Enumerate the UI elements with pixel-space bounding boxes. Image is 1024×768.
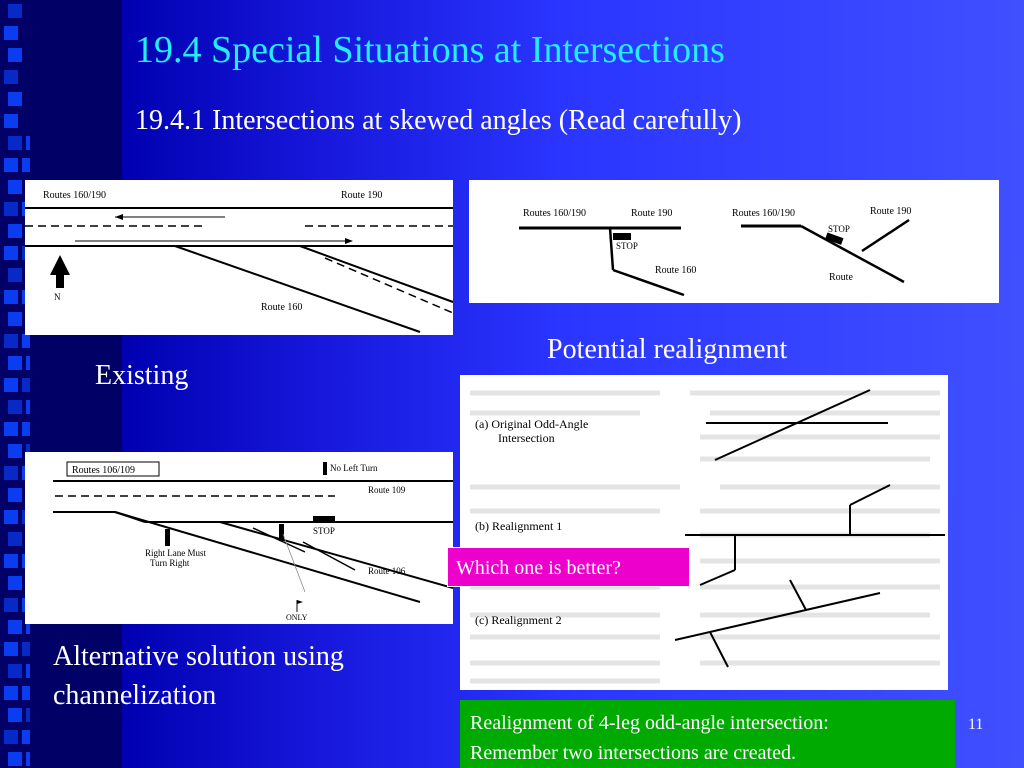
label-b: (b) Realignment 1	[475, 519, 562, 533]
decor-square	[26, 136, 30, 150]
no-left-turn-label: No Left Turn	[330, 463, 378, 473]
decor-square	[22, 686, 30, 700]
decor-square	[26, 664, 30, 678]
realignment-note-box: Realignment of 4-leg odd-angle intersect…	[460, 700, 955, 768]
left-routes-label: Routes 160/190	[523, 208, 586, 219]
caption-existing: Existing	[95, 360, 189, 391]
slide-title: 19.4 Special Situations at Intersections	[135, 29, 725, 71]
decor-square	[26, 620, 30, 634]
route-160-label: Route 160	[261, 302, 302, 313]
decor-square	[26, 708, 30, 722]
decor-square	[8, 488, 22, 502]
decor-square	[8, 620, 22, 634]
caption-alternative-line2: channelization	[53, 680, 217, 711]
which-better-callout: Which one is better?	[447, 547, 690, 587]
decor-square	[22, 642, 30, 656]
decor-square	[4, 26, 18, 40]
decor-square	[4, 378, 18, 392]
potential-diagram: Routes 160/190 Route 190 STOP Route 160 …	[519, 206, 911, 297]
routes-106-109-label: Routes 106/109	[72, 465, 135, 476]
caption-potential: Potential realignment	[547, 334, 788, 365]
decor-square	[8, 576, 22, 590]
stop-label: STOP	[313, 526, 335, 536]
label-a-line1: (a) Original Odd-Angle	[475, 417, 588, 431]
decor-square	[4, 202, 18, 216]
channelization-figure: Routes 106/109 No Left Turn Route 109 ST…	[25, 452, 453, 624]
realignment-options-figure: (a) Original Odd-Angle Intersection (b) …	[460, 375, 948, 690]
potential-realignment-figure: Routes 160/190 Route 190 STOP Route 160 …	[469, 180, 999, 303]
decor-square	[4, 422, 18, 436]
right-lane-line2: Turn Right	[150, 558, 190, 568]
only-label: ONLY	[286, 613, 308, 622]
decor-square	[22, 422, 30, 436]
north-label: N	[54, 292, 61, 302]
decor-square	[8, 532, 22, 546]
decor-square	[4, 114, 18, 128]
right-routes-label: Routes 160/190	[732, 208, 795, 219]
decor-square	[26, 752, 30, 766]
route-106-label: Route 106	[368, 566, 406, 576]
right-lane-line1: Right Lane Must	[145, 548, 206, 558]
decor-square	[8, 180, 22, 194]
right-stop-label: STOP	[828, 224, 850, 234]
route-109-label: Route 109	[368, 485, 406, 495]
label-a-line2: Intersection	[498, 431, 555, 445]
decor-square	[4, 730, 18, 744]
right-route-label: Route	[829, 272, 853, 283]
left-stop-label: STOP	[616, 241, 638, 251]
decor-square	[4, 158, 18, 172]
note-line1: Realignment of 4-leg odd-angle intersect…	[470, 712, 829, 734]
decor-square	[4, 642, 18, 656]
decor-square	[8, 356, 22, 370]
decor-square	[26, 400, 30, 414]
decor-square	[22, 730, 30, 744]
slide-subtitle: 19.4.1 Intersections at skewed angles (R…	[135, 105, 742, 136]
realignment-diagram: (a) Original Odd-Angle Intersection (b) …	[470, 389, 945, 684]
decor-square	[8, 312, 22, 326]
channelization-diagram: Routes 106/109 No Left Turn Route 109 ST…	[53, 461, 453, 622]
decor-square	[8, 752, 22, 766]
label-c: (c) Realignment 2	[475, 613, 562, 627]
page-number: 11	[968, 716, 984, 733]
decor-square	[4, 290, 18, 304]
decor-square	[26, 356, 30, 370]
left-route-160-label: Route 160	[655, 265, 696, 276]
decor-square	[8, 224, 22, 238]
decor-square	[8, 664, 22, 678]
route-190-label: Route 190	[341, 190, 382, 201]
decor-square	[22, 158, 30, 172]
decor-square	[8, 708, 22, 722]
decor-square	[8, 92, 22, 106]
existing-intersection-figure: Routes 160/190 Route 190 N Route 160	[25, 180, 453, 335]
right-route-190-label: Route 190	[870, 206, 911, 217]
decor-square	[4, 70, 18, 84]
decor-square	[8, 268, 22, 282]
north-arrow-icon	[50, 255, 70, 288]
decor-square	[22, 334, 30, 348]
routes-160-190-label: Routes 160/190	[43, 190, 106, 201]
decor-square	[8, 4, 22, 18]
decor-square	[8, 444, 22, 458]
left-route-190-label: Route 190	[631, 208, 672, 219]
decor-square	[8, 400, 22, 414]
existing-diagram: Routes 160/190 Route 190 N Route 160	[25, 190, 453, 333]
bleed-through-text	[470, 390, 940, 684]
note-line2: Remember two intersections are created.	[470, 742, 796, 764]
left-decor-band	[0, 0, 122, 768]
decor-square	[4, 510, 18, 524]
decor-square	[4, 334, 18, 348]
decor-square	[26, 444, 30, 458]
decor-square	[4, 246, 18, 260]
decor-square	[8, 136, 22, 150]
decor-square	[4, 598, 18, 612]
decor-square	[22, 378, 30, 392]
decor-square	[4, 466, 18, 480]
decor-square	[8, 48, 22, 62]
decor-square	[4, 686, 18, 700]
decor-square	[4, 554, 18, 568]
caption-alternative-line1: Alternative solution using	[53, 641, 344, 672]
decor-squares	[0, 0, 30, 768]
